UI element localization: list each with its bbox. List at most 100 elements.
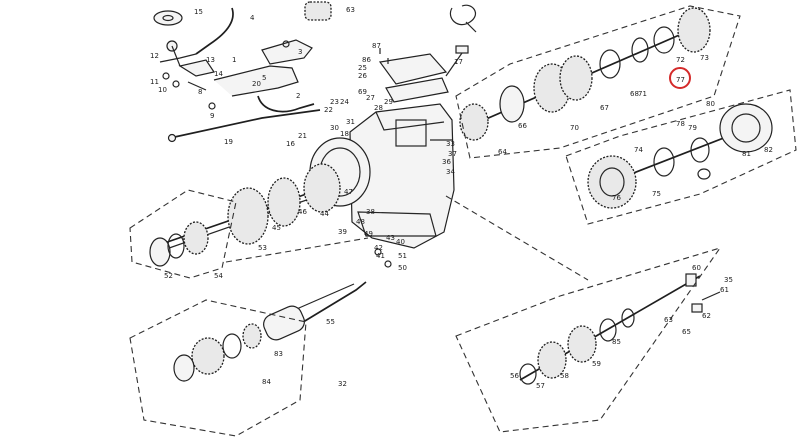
washer-15	[153, 10, 183, 26]
callout-46: 46	[298, 208, 307, 216]
callout-14: 14	[214, 70, 223, 78]
callout-44: 44	[320, 210, 329, 218]
shaft-sleeve-53	[263, 305, 305, 341]
washer-74	[653, 147, 675, 177]
gear-58	[567, 325, 597, 363]
callout-21: 21	[298, 132, 307, 140]
callout-55: 55	[326, 318, 335, 326]
callout-53: 53	[258, 244, 267, 252]
mainshaft-assembly	[455, 5, 741, 159]
callout-63: 63	[664, 316, 673, 324]
drain-plug-40	[384, 260, 392, 268]
leader-line-b	[445, 195, 589, 281]
callout-81: 81	[742, 150, 751, 158]
callout-10: 10	[158, 86, 167, 94]
bolt-shank-13	[171, 45, 181, 67]
countershaft-outline-55	[129, 299, 307, 437]
callout-74: 74	[634, 146, 643, 154]
callout-57: 57	[536, 382, 545, 390]
callout-75: 75	[652, 190, 661, 198]
callout-73: 73	[700, 54, 709, 62]
callout-87: 87	[372, 42, 381, 50]
snap-ring-83	[173, 354, 195, 382]
callout-29: 29	[384, 98, 393, 106]
callout-13: 13	[206, 56, 215, 64]
gear-44	[303, 163, 341, 213]
housing-window	[395, 119, 427, 147]
washer-70	[599, 49, 621, 79]
callout-35: 35	[724, 276, 733, 284]
pin-11	[162, 72, 170, 80]
ring-66	[499, 85, 525, 123]
callout-26: 26	[358, 72, 367, 80]
callout-47: 47	[344, 188, 353, 196]
lever-plate-1	[213, 65, 299, 97]
bracket-3-hole	[282, 40, 290, 48]
callout-58: 58	[560, 372, 569, 380]
lever-bracket-14	[178, 59, 215, 77]
callout-51: 51	[398, 252, 407, 260]
callout-59: 59	[592, 360, 601, 368]
callout-71: 71	[638, 90, 647, 98]
callout-33: 33	[446, 140, 455, 148]
plate-62	[691, 303, 703, 313]
bolt-17	[445, 52, 463, 77]
idler-outline	[565, 89, 797, 225]
callout-5: 5	[262, 74, 266, 82]
callout-22: 22	[324, 106, 333, 114]
callout-37: 37	[448, 150, 457, 158]
washer-50	[167, 233, 185, 259]
output-shaft-assembly	[445, 195, 722, 433]
bearing-84	[191, 337, 225, 375]
shift-linkage-group	[153, 1, 477, 143]
mainshaft-outline	[455, 5, 741, 159]
pin-8	[187, 81, 207, 91]
bolt-61	[701, 291, 721, 301]
bolt-head-17	[455, 45, 469, 54]
gear-73	[677, 7, 711, 53]
input-shaft-assembly	[129, 163, 341, 279]
callout-16: 16	[286, 140, 295, 148]
callout-28: 28	[374, 104, 383, 112]
callout-76: 76	[612, 194, 621, 202]
callout-70: 70	[570, 124, 579, 132]
callout-64: 64	[498, 148, 507, 156]
washer-85b	[621, 308, 635, 328]
gasket-25	[385, 77, 449, 103]
highlight-circle-77	[669, 67, 691, 89]
cover-plate-69	[378, 53, 448, 85]
callout-1: 1	[232, 56, 236, 64]
callout-3: 3	[298, 48, 302, 56]
pin-10	[172, 80, 180, 88]
callout-42: 42	[374, 244, 383, 252]
leader-line-a	[225, 237, 369, 263]
link-12	[159, 53, 197, 63]
nut-9	[208, 102, 216, 110]
callout-36: 36	[442, 158, 451, 166]
gear-57	[537, 341, 567, 379]
countershaft-assembly	[129, 237, 369, 437]
callout-66: 66	[518, 122, 527, 130]
callout-56: 56	[510, 372, 519, 380]
callout-30: 30	[330, 124, 339, 132]
shift-rod-4	[195, 7, 234, 55]
seal-81	[697, 168, 711, 180]
bearing-49	[183, 221, 209, 255]
transmission-housing	[309, 48, 455, 268]
callout-54: 54	[214, 272, 223, 280]
callout-18: 18	[340, 130, 349, 138]
bracket-3	[261, 39, 313, 65]
callout-31: 31	[346, 118, 355, 126]
callout-60: 60	[692, 264, 701, 272]
washer-15-hole	[162, 14, 174, 22]
callout-9: 9	[210, 112, 214, 120]
callout-20: 20	[252, 80, 261, 88]
bottom-cover-38	[357, 211, 437, 237]
idler-assembly	[565, 67, 797, 225]
callout-34: 34	[446, 168, 455, 176]
callout-68: 68	[630, 90, 639, 98]
snap-ring-20	[449, 4, 476, 26]
washer-56	[519, 363, 537, 385]
